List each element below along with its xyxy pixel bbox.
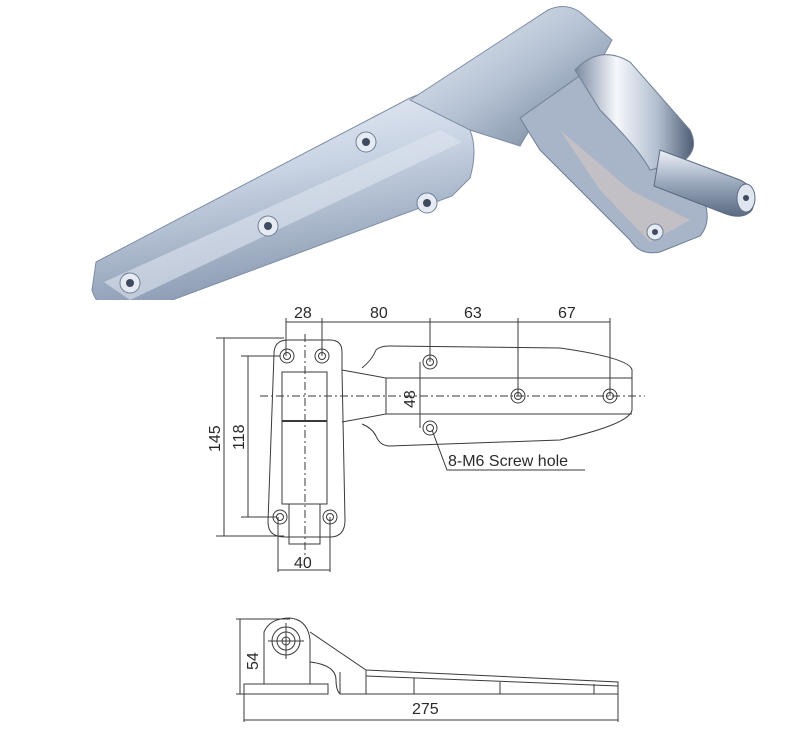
screw-holes bbox=[119, 131, 664, 294]
screw-hole-callout: 8-M6 Screw hole bbox=[448, 453, 568, 470]
dim-80: 80 bbox=[370, 305, 388, 322]
dim-67: 67 bbox=[558, 305, 576, 322]
dim-63: 63 bbox=[464, 305, 482, 322]
dim-145: 145 bbox=[207, 425, 224, 452]
hinge-photo bbox=[91, 6, 756, 300]
dim-40: 40 bbox=[294, 555, 312, 572]
dim-54: 54 bbox=[245, 652, 262, 670]
dim-275: 275 bbox=[412, 701, 439, 718]
drawing-holes bbox=[272, 348, 618, 525]
dim-118: 118 bbox=[231, 424, 248, 450]
dim-48: 48 bbox=[402, 390, 419, 408]
dim-28: 28 bbox=[294, 305, 312, 322]
